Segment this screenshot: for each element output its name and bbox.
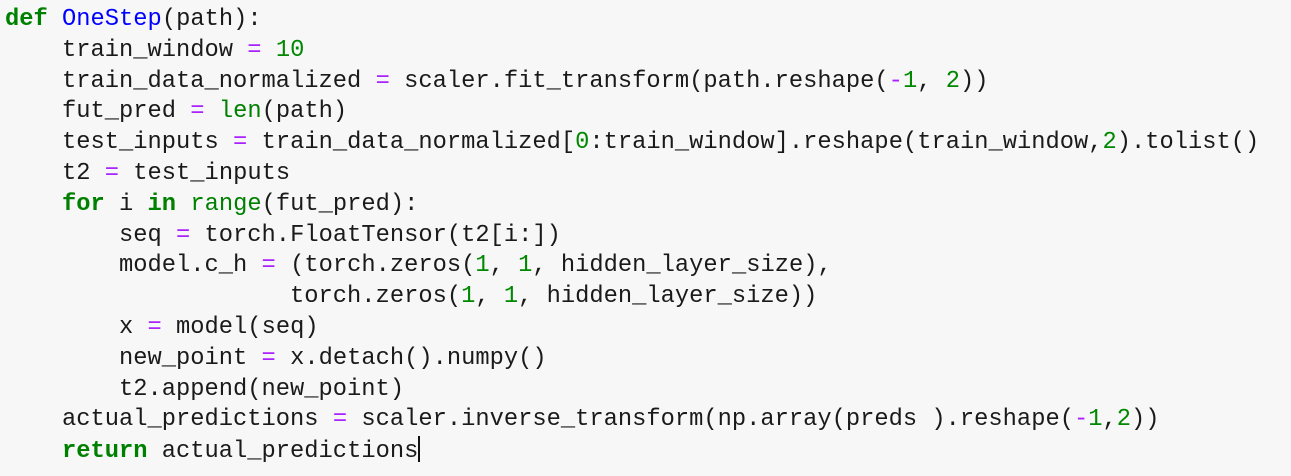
- code-token: =: [190, 98, 205, 126]
- code-token: )): [959, 67, 989, 95]
- code-token: -: [888, 67, 903, 95]
- code-token: return: [62, 438, 148, 466]
- code-token: test_inputs: [5, 129, 234, 157]
- code-token: for: [62, 190, 105, 218]
- code-token: train_data_normalized: [5, 67, 376, 95]
- code-token: =: [261, 344, 276, 372]
- code-token: range: [190, 190, 262, 218]
- code-line[interactable]: seq = torch.FloatTensor(t2[i:]): [5, 221, 1259, 252]
- code-token: actual_predictions: [147, 438, 419, 466]
- code-token: :train_window].reshape(train_window,: [589, 129, 1103, 157]
- code-token: model.c_h: [5, 252, 262, 280]
- code-token: ,: [917, 67, 946, 95]
- code-line[interactable]: actual_predictions = scaler.inverse_tran…: [5, 405, 1259, 436]
- code-token: =: [176, 221, 191, 249]
- code-token: torch.FloatTensor(t2[i:]): [190, 221, 561, 249]
- code-token: =: [104, 159, 120, 187]
- code-token: t2.append(new_point): [5, 375, 405, 403]
- code-token: fut_pred: [5, 98, 191, 126]
- code-token: , hidden_layer_size)): [518, 283, 818, 311]
- code-token: ,: [489, 252, 519, 280]
- code-line[interactable]: def OneStep(path):: [5, 5, 1259, 36]
- code-token: ,: [1102, 406, 1117, 434]
- code-token: len: [218, 98, 262, 126]
- code-token: ).tolist(): [1116, 129, 1260, 157]
- code-token: new_point: [5, 344, 262, 372]
- code-token: train_data_normalized[: [247, 129, 576, 157]
- code-line[interactable]: new_point = x.detach().numpy(): [5, 344, 1259, 375]
- code-token: actual_predictions: [5, 406, 333, 434]
- code-token: ,: [475, 283, 504, 311]
- code-token: 10: [275, 36, 305, 64]
- code-token: test_inputs: [119, 159, 291, 187]
- code-token: 1: [1088, 406, 1103, 434]
- code-token: 1: [461, 283, 476, 311]
- code-token: [5, 191, 62, 218]
- code-token: , hidden_layer_size),: [532, 252, 832, 280]
- code-token: train_window: [5, 36, 248, 64]
- code-token: scaler.fit_transform(path.reshape(: [389, 67, 889, 95]
- code-token: 1: [518, 252, 533, 280]
- code-token: [5, 438, 62, 465]
- code-token: torch.zeros(: [5, 283, 462, 311]
- code-token: =: [147, 313, 162, 341]
- code-token: 1: [475, 252, 490, 280]
- code-token: 2: [945, 67, 960, 95]
- code-token: (torch.zeros(: [275, 252, 476, 280]
- code-editor[interactable]: def OneStep(path): train_window = 10 tra…: [5, 5, 1259, 467]
- code-line[interactable]: train_window = 10: [5, 36, 1259, 67]
- code-line[interactable]: train_data_normalized = scaler.fit_trans…: [5, 67, 1259, 98]
- code-token: model(seq): [161, 313, 319, 341]
- code-token: 0: [575, 129, 590, 157]
- code-token: scaler.inverse_transform(np.array(preds …: [347, 406, 1074, 434]
- code-token: 2: [1116, 406, 1132, 434]
- code-token: (fut_pred):: [261, 190, 419, 218]
- code-token: (path):: [161, 6, 262, 33]
- code-line[interactable]: torch.zeros(1, 1, hidden_layer_size)): [5, 282, 1259, 313]
- code-token: =: [375, 67, 390, 95]
- code-token: in: [147, 190, 177, 218]
- text-cursor: [418, 436, 420, 463]
- code-token: =: [261, 252, 276, 280]
- code-token: seq: [5, 221, 177, 249]
- code-token: =: [247, 36, 262, 64]
- code-token: )): [1131, 406, 1160, 434]
- code-token: 2: [1102, 129, 1117, 157]
- code-line[interactable]: test_inputs = train_data_normalized[0:tr…: [5, 128, 1259, 159]
- code-line[interactable]: t2.append(new_point): [5, 375, 1259, 406]
- code-line[interactable]: x = model(seq): [5, 313, 1259, 344]
- code-token: (path): [261, 98, 348, 126]
- code-token: [262, 37, 276, 64]
- code-token: 1: [902, 67, 918, 95]
- code-token: -: [1073, 406, 1089, 434]
- code-token: def: [5, 6, 48, 33]
- code-token: [48, 6, 62, 33]
- code-token: [176, 191, 190, 218]
- code-line[interactable]: for i in range(fut_pred):: [5, 190, 1259, 221]
- code-line[interactable]: fut_pred = len(path): [5, 97, 1259, 128]
- code-token: =: [233, 129, 248, 157]
- code-token: 1: [503, 283, 519, 311]
- code-line[interactable]: t2 = test_inputs: [5, 159, 1259, 190]
- code-token: t2: [5, 159, 105, 187]
- code-token: x: [5, 313, 148, 341]
- code-token: x.detach().numpy(): [275, 344, 547, 372]
- code-line[interactable]: model.c_h = (torch.zeros(1, 1, hidden_la…: [5, 251, 1259, 282]
- code-token: i: [104, 190, 148, 218]
- code-token: =: [332, 406, 348, 434]
- code-token: OneStep: [62, 6, 162, 33]
- code-line[interactable]: return actual_predictions: [5, 436, 1259, 467]
- code-token: [205, 98, 219, 125]
